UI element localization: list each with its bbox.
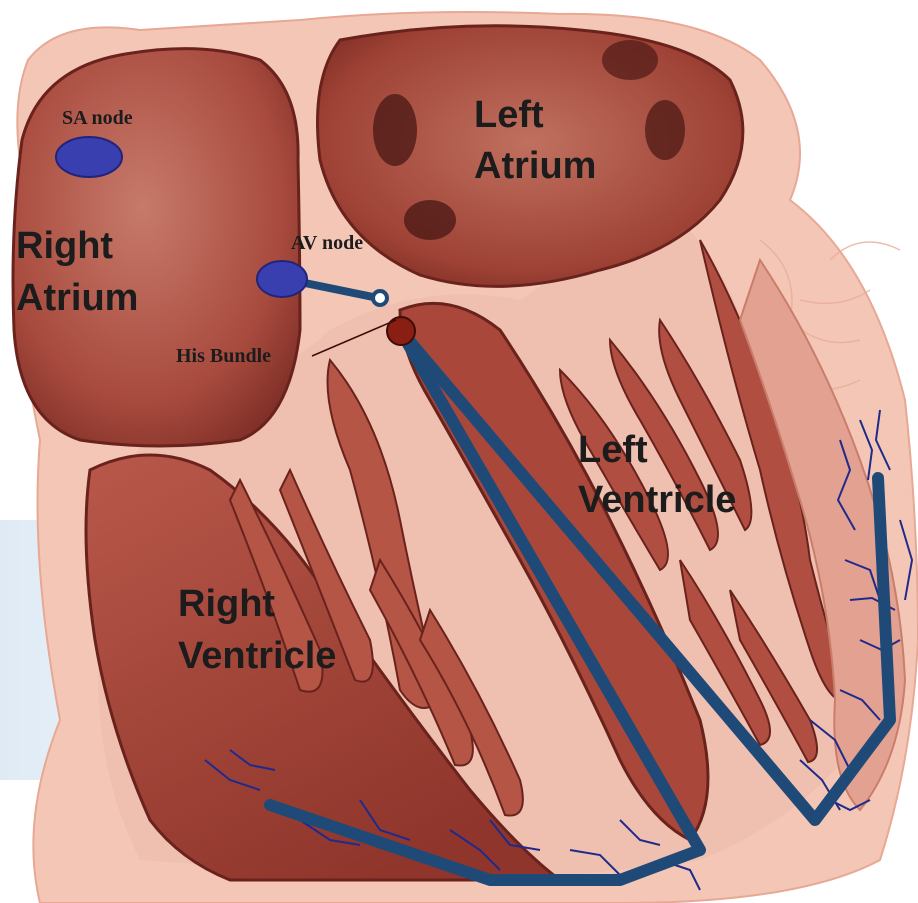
label-left-atrium-line1: Left [474, 94, 544, 136]
his-bundle-marker [387, 317, 415, 345]
pulmonary-vein-opening [404, 200, 456, 240]
sa-node-marker [56, 137, 122, 177]
pulmonary-vein-opening [373, 94, 417, 166]
av-node-marker [257, 261, 307, 297]
label-right-ventricle-line2: Ventricle [178, 635, 336, 677]
label-left-atrium-line2: Atrium [474, 145, 596, 187]
label-left-ventricle-line2: Ventricle [578, 479, 736, 521]
label-left-ventricle-line1: Left [578, 429, 648, 471]
label-right-ventricle-line1: Right [178, 583, 275, 625]
pulmonary-vein-opening [645, 100, 685, 160]
label-his-bundle: His Bundle [176, 345, 271, 367]
pulmonary-vein-opening [602, 40, 658, 80]
label-right-atrium-line1: Right [16, 225, 113, 267]
label-right-atrium-line2: Atrium [16, 277, 138, 319]
label-sa-node: SA node [62, 107, 133, 129]
av-node-junction-ring [373, 291, 387, 305]
label-av-node: AV node [291, 232, 363, 254]
